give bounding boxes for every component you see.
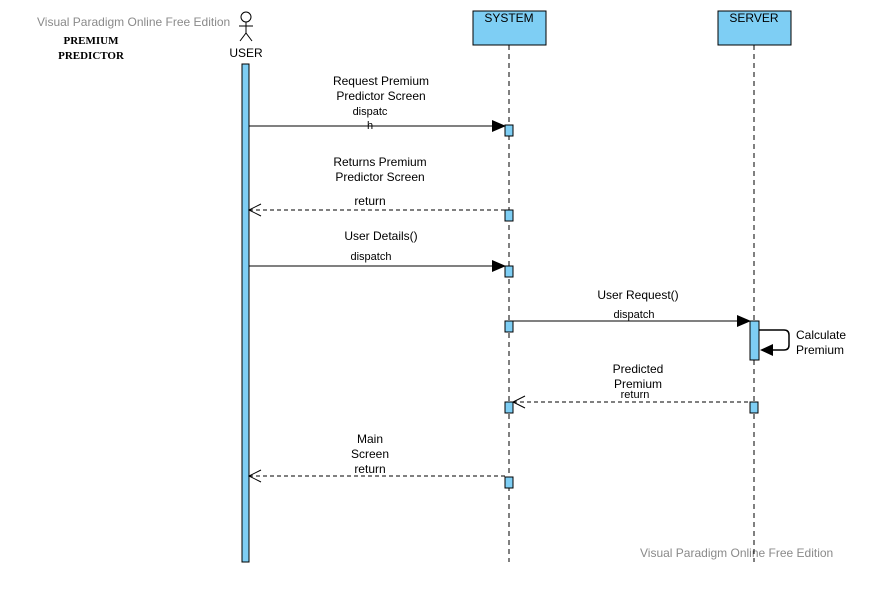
message-1-label-line-2: Predictor Screen xyxy=(336,89,425,103)
server-activation-1 xyxy=(749,320,760,361)
message-3-kind: dispatch xyxy=(351,251,392,263)
user-label: USER xyxy=(229,46,263,60)
message-1-kind-line-1: dispatc xyxy=(353,106,388,118)
system-activation-2 xyxy=(504,209,514,222)
message-calculate-premium[interactable]: Calculate Premium xyxy=(759,328,846,357)
system-activation-3 xyxy=(504,265,514,278)
user-actor[interactable]: USER xyxy=(229,11,263,60)
system-activation-1 xyxy=(504,124,514,137)
message-7-kind: return xyxy=(354,462,385,476)
message-4-label: User Request() xyxy=(597,288,678,302)
system-lifeline[interactable]: SYSTEM xyxy=(472,10,547,562)
watermark-bottom: Visual Paradigm Online Free Edition xyxy=(640,546,833,560)
stick-figure-icon xyxy=(239,11,253,42)
diagram-title-line-2: PREDICTOR xyxy=(58,50,125,62)
message-2-open-arrowhead-icon xyxy=(247,203,262,217)
watermark-top: Visual Paradigm Online Free Edition xyxy=(37,15,230,29)
message-2-kind: return xyxy=(354,194,385,208)
message-predicted-premium[interactable]: Predicted Premium return xyxy=(511,362,750,409)
message-6-open-arrowhead-icon xyxy=(511,395,526,409)
message-2-label-line-1: Returns Premium xyxy=(333,155,426,169)
message-7-label-line-1: Main xyxy=(357,432,383,446)
system-activation-5 xyxy=(504,401,514,414)
system-activation-4 xyxy=(504,320,514,333)
message-returns-premium-predictor-screen[interactable]: Returns Premium Predictor Screen return xyxy=(247,155,505,217)
server-activation-2 xyxy=(749,401,759,414)
message-user-details[interactable]: User Details() dispatch xyxy=(249,229,506,272)
message-main-screen[interactable]: Main Screen return xyxy=(247,432,505,483)
message-3-label: User Details() xyxy=(344,229,417,243)
message-6-label-line-1: Predicted xyxy=(613,362,664,376)
message-5-arrowhead-icon xyxy=(760,344,773,356)
user-activation-bar xyxy=(241,63,250,563)
message-7-label-line-2: Screen xyxy=(351,447,389,461)
server-label: SERVER xyxy=(729,11,778,25)
message-request-premium-predictor-screen[interactable]: Request Premium Predictor Screen dispatc… xyxy=(249,74,506,132)
server-lifeline[interactable]: SERVER xyxy=(717,10,792,562)
message-1-label-line-1: Request Premium xyxy=(333,74,429,88)
message-7-open-arrowhead-icon xyxy=(247,469,262,483)
message-4-kind: dispatch xyxy=(614,309,655,321)
message-5-label-line-1: Calculate xyxy=(796,328,846,342)
message-6-label-line-2: Premium xyxy=(614,377,662,391)
system-activation-6 xyxy=(504,476,514,489)
system-header-box xyxy=(472,10,547,46)
message-5-label-line-2: Premium xyxy=(796,343,844,357)
message-user-request[interactable]: User Request() dispatch xyxy=(513,288,751,327)
server-header-box xyxy=(717,10,792,46)
message-2-label-line-2: Predictor Screen xyxy=(335,170,424,184)
message-5-self-loop xyxy=(759,329,790,351)
system-label: SYSTEM xyxy=(484,11,533,25)
diagram-title-line-1: PREMIUM xyxy=(64,35,120,47)
message-6-kind: return xyxy=(621,389,650,401)
